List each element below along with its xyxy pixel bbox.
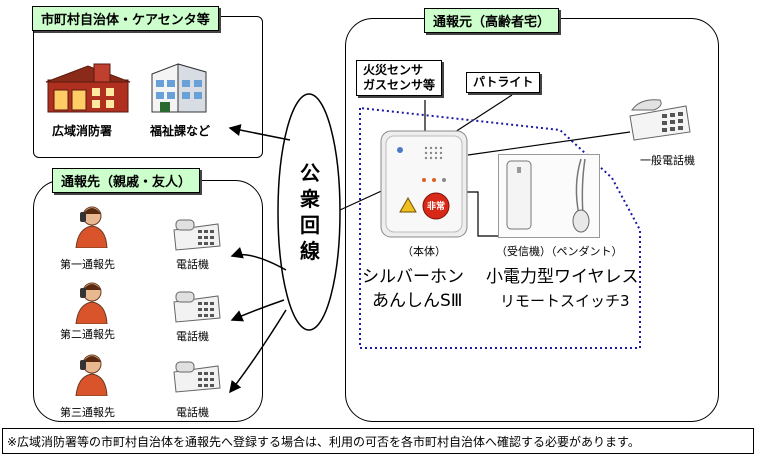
origin-title: 通報元（高齢者宅） [424, 8, 560, 33]
public-line-char: 公 [300, 161, 320, 185]
welfare-building-icon [148, 58, 210, 114]
person-icon [74, 204, 108, 249]
public-line-char: 線 [300, 239, 320, 263]
emergency-button-label: 非常 [426, 202, 445, 212]
phone-label-1: 電話機 [176, 258, 209, 271]
wireless-name-line2: リモートスイッチ3 [500, 292, 630, 310]
main-unit [380, 130, 468, 238]
municipal-title: 市町村自治体・ケアセンタ等 [32, 6, 219, 31]
product-name-line2: あんしんSⅢ [372, 291, 463, 311]
fire-station-icon [44, 62, 132, 114]
receiver-caption: （受信機）（ペンダント） [496, 245, 623, 258]
sensor-callout: 火災センサ ガスセンサ等 [356, 60, 443, 96]
fire-station-label: 広域消防署 [52, 124, 113, 138]
sensor-line1: 火災センサ [363, 63, 424, 77]
telephone-icon [170, 216, 222, 252]
general-telephone-icon [626, 96, 692, 142]
general-phone-label: 一般電話機 [640, 154, 695, 167]
main-unit-caption: （本体） [402, 245, 446, 258]
welfare-label: 福祉課など [150, 124, 211, 138]
telephone-icon [170, 358, 222, 394]
product-name-line1: シルバーホン [362, 267, 464, 287]
public-line-ellipse [277, 93, 341, 331]
recipient-label-2: 第二通報先 [60, 328, 115, 341]
recipient-label-3: 第三通報先 [60, 406, 115, 419]
footnote: ※広域消防署等の市町村自治体を通報先へ登録する場合は、利用の可否を各市町村自治体… [2, 428, 754, 454]
telephone-icon [170, 288, 222, 324]
phone-label-3: 電話機 [176, 406, 209, 419]
person-icon [74, 352, 108, 397]
patlight-callout: パトライト [466, 72, 541, 93]
person-icon [74, 280, 108, 325]
sensor-line2: ガスセンサ等 [363, 78, 436, 92]
public-line-char: 回 [300, 213, 320, 237]
recipients-title: 通報先（親戚・友人） [52, 168, 201, 193]
phone-label-2: 電話機 [176, 330, 209, 343]
wireless-receiver [498, 154, 600, 238]
recipients-panel [33, 180, 263, 422]
public-line-label: 公 衆 回 線 [298, 160, 322, 264]
wireless-name-line1: 小電力型ワイヤレス [486, 267, 639, 287]
recipient-label-1: 第一通報先 [60, 258, 115, 271]
public-line-char: 衆 [300, 187, 320, 211]
